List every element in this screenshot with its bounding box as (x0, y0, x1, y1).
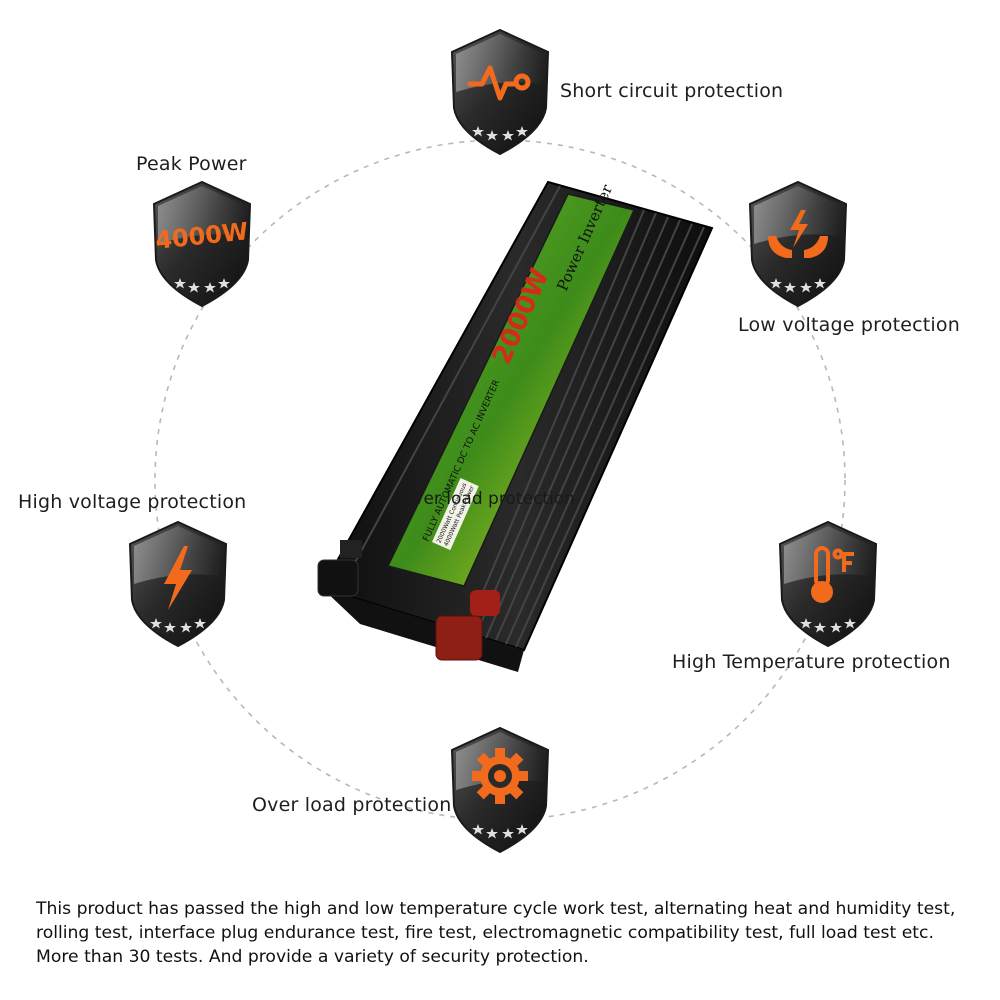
negative-terminal (317, 540, 362, 597)
description-text: This product has passed the high and low… (36, 899, 956, 967)
low-voltage-badge (749, 181, 847, 307)
high-voltage-label: High voltage protection (18, 491, 247, 513)
low-voltage-label: Low voltage protection (738, 314, 960, 336)
peak-power-badge: 4000W (153, 181, 251, 307)
thermometer-fahrenheit-icon (811, 546, 854, 603)
over-load-badge (451, 727, 549, 853)
pulse-circuit-icon (467, 65, 531, 101)
inverter-product-image: 2000W Power Inverter FULLY AUTOMATIC DC … (317, 180, 714, 672)
positive-terminal (435, 590, 500, 661)
high-temperature-badge (779, 521, 877, 647)
product-overlay-label: Over load protection (400, 489, 575, 509)
over-load-label: Over load protection (252, 794, 452, 816)
short-circuit-badge (451, 29, 549, 155)
peak-power-label: Peak Power (136, 153, 247, 175)
gear-icon (472, 748, 528, 804)
lightning-bolt-icon (164, 546, 192, 610)
hands-lightning-icon (768, 210, 828, 258)
high-voltage-badge (129, 521, 227, 647)
high-temperature-label: High Temperature protection (672, 651, 951, 673)
short-circuit-label: Short circuit protection (560, 80, 784, 102)
